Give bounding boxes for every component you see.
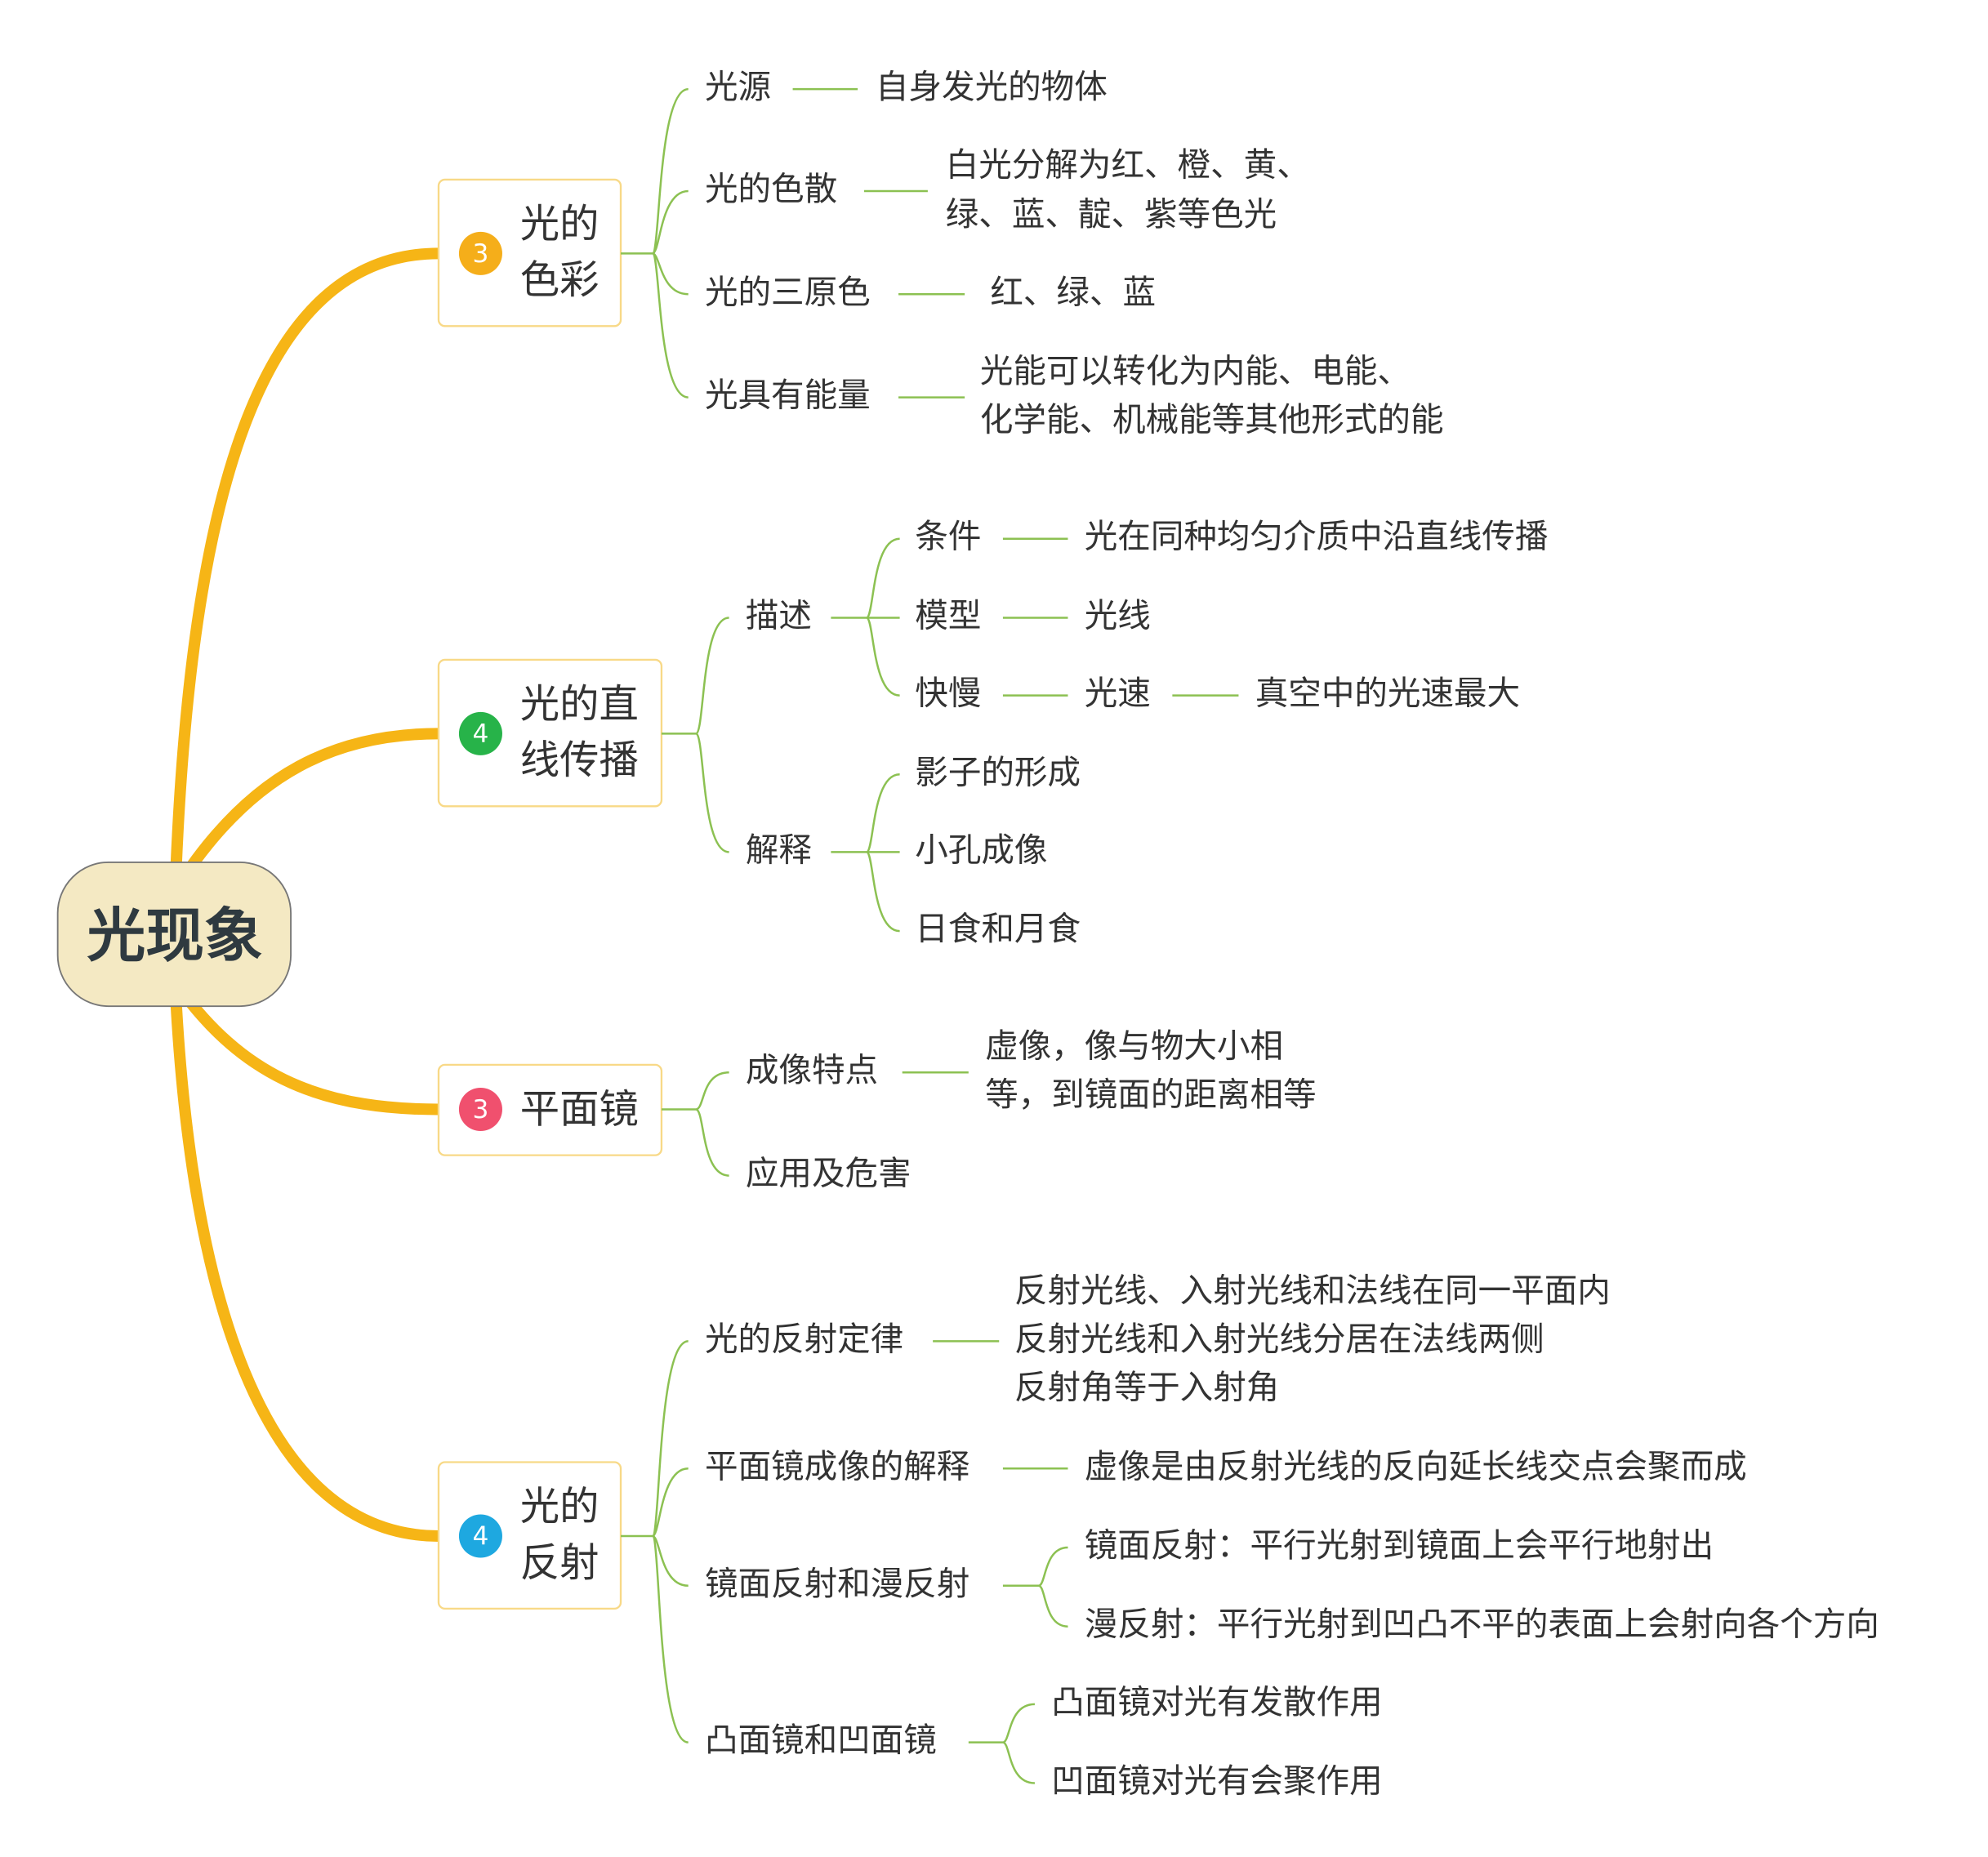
topic-label: 光源 [705, 67, 771, 106]
topic-image-features[interactable]: 成像特点 [746, 1050, 878, 1089]
branch-node-color[interactable]: 3 光的 色彩 [437, 178, 622, 327]
topic-describe[interactable]: 描述 [746, 595, 812, 635]
branch-label: 色彩 [520, 257, 600, 303]
root-node[interactable]: 光现象 [56, 861, 292, 1008]
branch-label: 线传播 [520, 737, 639, 783]
badge-number: 4 [473, 719, 489, 749]
connector [1002, 1546, 1068, 1628]
priority-badge [458, 231, 502, 275]
topic-label: 光具有能量 [705, 376, 871, 415]
topic-detail: 虚像是由反射光线的反向延长线交点会聚而成 [1085, 1446, 1747, 1485]
connector [661, 1071, 729, 1177]
topic-detail: 等，到镜面的距离相等 [985, 1075, 1316, 1114]
topic-detail: 反射角等于入射角 [1014, 1368, 1279, 1407]
topic-detail: 绿、蓝、靛、紫等色光 [946, 194, 1277, 234]
topic-detail: 光在同种均匀介质中沿直线传播 [1085, 517, 1549, 556]
connector [621, 1340, 689, 1743]
topic-light-speed[interactable]: 光速 [1085, 674, 1151, 713]
root-label: 光现象 [87, 902, 263, 970]
topic-detail: 光线 [1085, 595, 1151, 635]
topic-primary-colors[interactable]: 光的三原色 红、绿、蓝 [705, 272, 1156, 311]
connector [831, 537, 900, 697]
priority-badge [458, 1087, 502, 1131]
topic-eclipse[interactable]: 日食和月食 [915, 909, 1081, 948]
badge-number: 3 [473, 239, 489, 269]
topic-mirror-image-explain[interactable]: 平面镜成像的解释 [705, 1446, 969, 1485]
topic-diffuse[interactable]: 漫反射：平行光射到凹凸不平的表面上会射向各个方向 [1085, 1605, 1879, 1644]
branch-connector-propagation [185, 728, 445, 872]
topic-pinhole[interactable]: 小孔成像 [915, 830, 1047, 869]
topic-light-source[interactable]: 光源 自身发光的物体 [705, 67, 1108, 106]
branch-connector-color [170, 247, 445, 872]
branch-label: 平面镜 [520, 1087, 639, 1133]
topic-label: 光的色散 [705, 169, 837, 208]
topic-specular[interactable]: 镜面反射：平行光射到镜面上会平行地射出 [1085, 1525, 1714, 1565]
topic-speed[interactable]: 快慢 [915, 674, 981, 713]
topic-concave[interactable]: 凹面镜对光有会聚作用 [1051, 1761, 1382, 1801]
branch-node-propagation[interactable]: 4 光的直 线传播 [437, 658, 663, 808]
topic-convex[interactable]: 凸面镜对光有发散作用 [1051, 1682, 1382, 1721]
priority-badge [458, 1514, 502, 1558]
topic-explain[interactable]: 解释 [746, 830, 812, 869]
topic-reflection-law[interactable]: 光的反射定律 [705, 1319, 903, 1358]
topic-detail: 白光分解为红、橙、黄、 [946, 145, 1310, 184]
topic-detail: 红、绿、蓝 [990, 272, 1156, 311]
topic-detail: 光能可以转化为内能、电能、 [980, 351, 1411, 390]
branch-node-plane-mirror[interactable]: 3 平面镜 [437, 1063, 663, 1156]
branch-label: 反射 [520, 1540, 600, 1586]
branch-node-reflection[interactable]: 4 光的 反射 [437, 1461, 622, 1610]
topic-detail: 自身发光的物体 [876, 67, 1108, 106]
topic-model[interactable]: 模型 [915, 595, 981, 635]
badge-number: 4 [473, 1522, 489, 1552]
branch-label: 光的 [520, 1484, 600, 1530]
branch-connector-reflection [170, 998, 445, 1542]
topic-detail: 虚像，像与物大小相 [985, 1026, 1283, 1066]
priority-badge [458, 711, 502, 755]
topic-detail: 真空中的光速最大 [1255, 674, 1520, 713]
connector [621, 87, 689, 399]
branch-connector-mirror [185, 998, 445, 1116]
badge-number: 3 [473, 1095, 489, 1124]
connector [661, 617, 729, 853]
topic-applications[interactable]: 应用及危害 [746, 1154, 912, 1193]
branch-label: 光的直 [520, 682, 639, 728]
topic-condition[interactable]: 条件 [915, 517, 981, 556]
topic-dispersion[interactable]: 光的色散 白光分解为红、橙、黄、 绿、蓝、靛、紫等色光 [705, 145, 1310, 234]
topic-light-energy[interactable]: 光具有能量 光能可以转化为内能、电能、 化学能、机械能等其他形式的能 [705, 351, 1444, 439]
topic-convex-concave[interactable]: 凸面镜和凹面镜 [705, 1721, 937, 1760]
topic-specular-diffuse[interactable]: 镜面反射和漫反射 [705, 1564, 969, 1603]
connector [968, 1703, 1036, 1784]
topic-shadow[interactable]: 影子的形成 [915, 752, 1081, 791]
topic-detail: 反射光线、入射光线和法线在同一平面内 [1014, 1271, 1611, 1310]
topic-detail: 反射光线和入射光线分居在法线两侧 [1014, 1319, 1544, 1358]
topic-detail: 化学能、机械能等其他形式的能 [980, 399, 1444, 439]
connector [831, 773, 900, 933]
branch-label: 光的 [520, 202, 600, 247]
topic-label: 光的三原色 [705, 272, 871, 311]
